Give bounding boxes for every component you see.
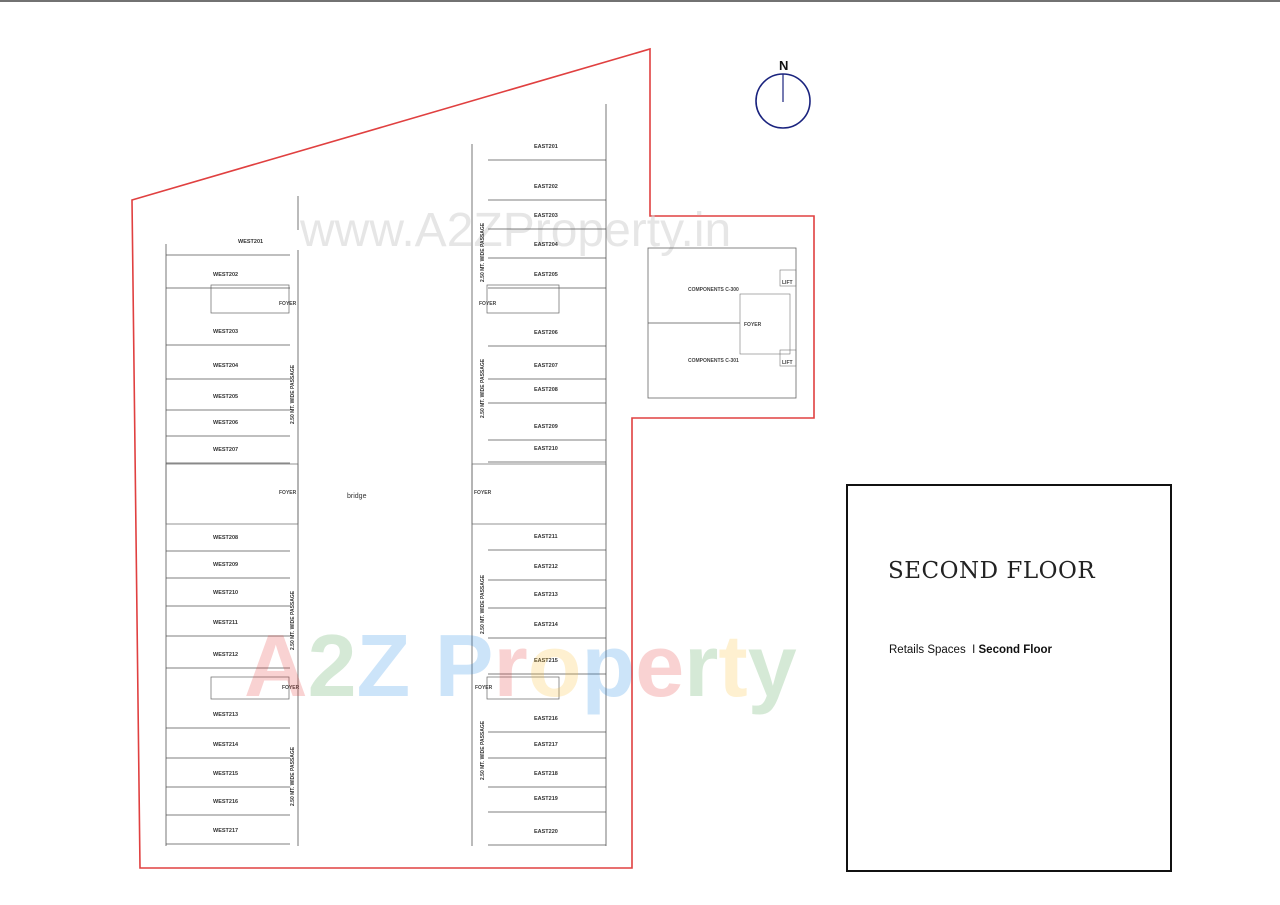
west-unit-label: WEST212 [213,652,238,658]
foyer-label-west-3: FOYER [282,685,300,691]
east-unit-label: EAST215 [534,658,558,664]
west-unit-label: WEST210 [213,590,238,596]
passage-label-east-2: 2.50 MT. WIDE PASSAGE [480,358,486,418]
east-unit-label: EAST208 [534,387,558,393]
watermark-letter: o [528,616,582,715]
east-unit-label: EAST204 [534,242,559,248]
east-unit-label: EAST202 [534,184,558,190]
west-unit-group: WEST201WEST202WEST203WEST204WEST205WEST2… [166,239,290,845]
annex-lift-label-1: LIFT [782,280,793,286]
west-unit-label: WEST213 [213,712,238,718]
passage-label-west-1: 2.50 MT. WIDE PASSAGE [290,364,296,424]
foyer-label-east-2: FOYER [474,490,492,496]
passage-label-east-4: 2.50 MT. WIDE PASSAGE [480,720,486,780]
west-unit-label: WEST205 [213,394,238,400]
east-unit-label: EAST211 [534,534,558,540]
watermark-letter: p [581,616,635,715]
west-unit-label: WEST207 [213,447,238,453]
subtitle-separator: I [972,644,976,656]
subtitle-floor: Second Floor [978,644,1052,656]
west-unit-label: WEST215 [213,771,238,777]
watermark-brand: A2Z Property [244,616,797,715]
east-unit-label: EAST216 [534,716,558,722]
west-unit-label: WEST201 [238,239,263,245]
watermark-letter: t [718,616,747,715]
east-cores [471,284,607,700]
subtitle-prefix: Retails Spaces [889,644,966,656]
west-unit-label: WEST206 [213,420,238,426]
annex-label-1: COMPONENTS C-300 [688,287,739,293]
annex-block: COMPONENTS C-300 COMPONENTS C-301 FOYER … [647,247,797,399]
west-unit-label: WEST204 [213,363,239,369]
east-unit-label: EAST209 [534,424,558,430]
east-unit-label: EAST217 [534,742,558,748]
watermark-letter: Z [357,616,411,715]
west-unit-label: WEST217 [213,828,238,834]
compass-north-label: N [779,58,788,73]
floor-subtitle: Retails Spaces I Second Floor [889,644,1052,656]
west-unit-label: WEST214 [213,742,239,748]
passage-label-west-2: 2.50 MT. WIDE PASSAGE [290,590,296,650]
watermark-url: www.A2ZProperty.in [299,204,731,257]
east-unit-label: EAST220 [534,829,558,835]
watermark-letter [410,616,434,715]
watermark-letter: P [435,616,494,715]
east-unit-label: EAST219 [534,796,558,802]
east-unit-label: EAST218 [534,771,558,777]
watermark-letter: y [748,616,797,715]
foyer-label-east-1: FOYER [479,301,497,307]
watermark-letter: r [493,616,527,715]
bridge-label: bridge [347,493,367,500]
site-boundary [131,47,815,869]
east-unit-label: EAST213 [534,592,558,598]
west-unit-label: WEST202 [213,272,238,278]
west-block-walls [165,196,299,846]
passage-label-east-3: 2.50 MT. WIDE PASSAGE [480,574,486,634]
west-unit-label: WEST211 [213,620,238,626]
east-unit-label: EAST207 [534,363,558,369]
east-unit-label: EAST210 [534,446,558,452]
north-compass: N [755,58,811,129]
west-unit-label: WEST208 [213,535,238,541]
east-unit-label: EAST205 [534,272,558,278]
east-unit-label: EAST214 [534,622,559,628]
passage-label-east-1: 2.50 MT. WIDE PASSAGE [480,222,486,282]
annex-label-2: COMPONENTS C-301 [688,358,739,364]
foyer-label-west-2: FOYER [279,490,297,496]
east-unit-label: EAST201 [534,144,558,150]
east-unit-group: EAST201EAST202EAST203EAST204EAST205EAST2… [488,144,606,846]
floor-title: SECOND FLOOR [888,558,1096,584]
passage-label-west-3: 2.50 MT. WIDE PASSAGE [290,746,296,806]
east-unit-label: EAST206 [534,330,558,336]
annex-foyer-label: FOYER [744,322,762,328]
west-unit-label: WEST203 [213,329,238,335]
west-cores [165,284,299,700]
east-unit-label: EAST203 [534,213,558,219]
foyer-label-east-3: FOYER [475,685,493,691]
watermark-letter: A [244,616,308,715]
floor-info-panel: SECOND FLOOR Retails Spaces I Second Flo… [846,484,1172,872]
west-unit-label: WEST216 [213,799,238,805]
watermark-letter: r [684,616,718,715]
east-unit-label: EAST212 [534,564,558,570]
watermark-letter: 2 [308,616,357,715]
foyer-label-west-1: FOYER [279,301,297,307]
west-unit-label: WEST209 [213,562,238,568]
watermark-letter: e [635,616,684,715]
annex-lift-label-2: LIFT [782,360,793,366]
